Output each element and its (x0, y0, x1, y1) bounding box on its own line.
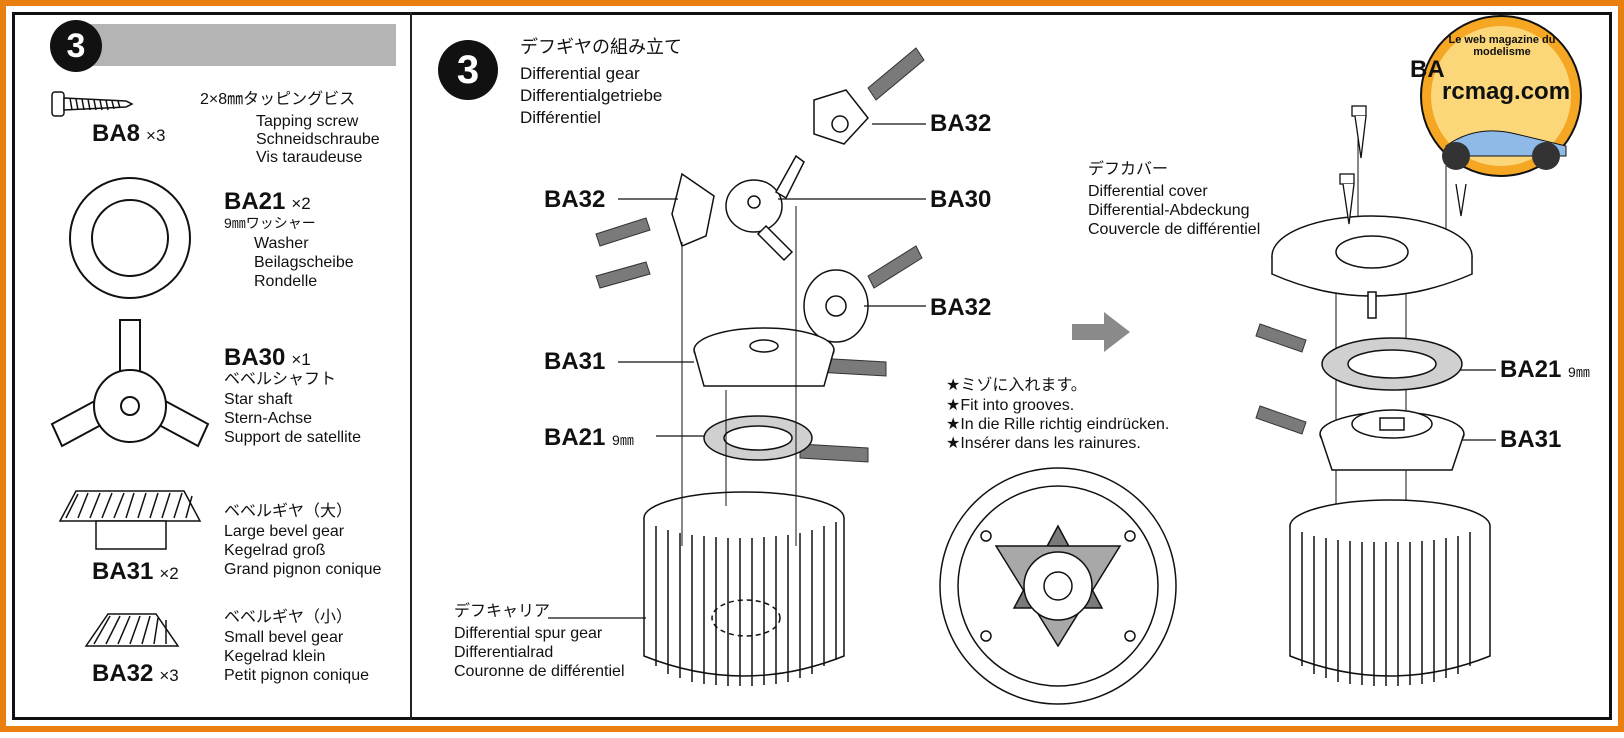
part-code-ba31: BA31×2 (92, 558, 179, 585)
part-desc-ba8-ja: 2×8㎜タッピングビス (200, 91, 356, 108)
part-desc-ba30-ja: ベベルシャフト (224, 371, 337, 388)
step-badge-left: 3 (50, 20, 102, 72)
part-desc-ba32-en: Small bevel gear (224, 629, 344, 646)
star-shaft-assembly-icon (671, 154, 805, 262)
part-desc-ba21-fr: Rondelle (254, 273, 318, 290)
assembly-title-fr: Différentiel (520, 108, 601, 127)
part-desc-ba32-de: Kegelrad klein (224, 648, 326, 665)
watermark-brand: rcmag.com (1442, 78, 1571, 105)
washer-ba21-right-icon (1321, 337, 1463, 391)
note-de: ★In die Rille richtig eindrücken. (946, 416, 1170, 433)
differential-spur-gear-icon (643, 491, 845, 686)
part-desc-ba21-de: Beilagscheibe (254, 254, 354, 271)
washer-icon (69, 177, 191, 299)
part-desc-ba31-ja: ベベルギヤ（大） (224, 503, 353, 520)
part-qty-ba8: ×3 (146, 126, 166, 145)
part-desc-ba8-de: Schneidschraube (256, 131, 380, 148)
part-desc-ba32-fr: Petit pignon conique (224, 667, 369, 684)
callout-ba8-partial: BA8 (1410, 56, 1444, 83)
step-header-band (66, 24, 396, 66)
part-qty-ba30: ×1 (291, 350, 311, 369)
part-desc-ba31-fr: Grand pignon conique (224, 561, 382, 578)
rcmag-logo-icon (1420, 15, 1582, 177)
differential-spur-gear-right-icon (1289, 499, 1491, 686)
washer-ba21-icon (703, 415, 813, 461)
spur-gear-label-en: Differential spur gear (454, 625, 603, 642)
part-code-ba30: BA30×1 (224, 344, 311, 371)
cover-label-ja: デフカバー (1088, 161, 1169, 178)
bevel-gear-ba32-right-icon (803, 269, 869, 343)
page-border (12, 12, 1612, 720)
part-code-ba8: BA8×3 (92, 120, 166, 147)
star-shaft-icon (50, 319, 210, 448)
callout-ba32-left: BA32 (544, 186, 606, 213)
spur-gear-label-de: Differentialrad (454, 644, 554, 661)
cover-label-fr: Couvercle de différentiel (1088, 221, 1261, 238)
callout-ba21-right: BA21 9㎜ (1500, 356, 1590, 383)
note-ja: ★ミゾに入れます。 (946, 377, 1087, 394)
callout-ba32-right: BA32 (930, 294, 992, 321)
assembly-title-ja: デフギヤの組み立て (520, 37, 682, 57)
parts-drawings (50, 15, 1582, 705)
part-desc-ba32-ja: ベベルギヤ（小） (224, 609, 353, 626)
part-qty-ba31: ×2 (159, 564, 179, 583)
part-desc-ba21-en: Washer (254, 235, 309, 252)
part-desc-ba31-en: Large bevel gear (224, 523, 345, 540)
tapping-screws-icon (1339, 105, 1467, 225)
spur-gear-label-fr: Couronne de différentiel (454, 663, 625, 680)
part-desc-ba30-fr: Support de satellite (224, 429, 361, 446)
differential-cover-icon (1271, 215, 1473, 319)
small-bevel-gear-icon (84, 613, 180, 647)
cover-label-en: Differential cover (1088, 183, 1208, 200)
assembly-title-de: Differentialgetriebe (520, 86, 663, 105)
assembly-arrow-icon (1072, 312, 1130, 352)
grease-tube-icons (595, 47, 1307, 463)
callout-ba32-top: BA32 (930, 110, 992, 137)
step-badge-assembly: 3 (438, 40, 498, 100)
groove-diagram-icon (939, 467, 1177, 705)
part-code-ba32: BA32×3 (92, 660, 179, 687)
part-desc-ba21-ja: 9㎜ワッシャー (224, 215, 316, 231)
part-desc-ba8-en: Tapping screw (256, 113, 359, 130)
watermark-tagline: Le web magazine du modelisme (1448, 34, 1556, 58)
part-desc-ba30-en: Star shaft (224, 391, 293, 408)
cover-label-de: Differential-Abdeckung (1088, 202, 1250, 219)
large-bevel-gear-icon (58, 490, 202, 550)
assembly-title-en: Differential gear (520, 64, 640, 83)
spur-gear-label-ja: デフキャリア (454, 603, 551, 620)
callout-ba31: BA31 (544, 348, 606, 375)
callout-ba21: BA21 9㎜ (544, 424, 634, 451)
bevel-gear-ba31-icon (693, 327, 835, 387)
callout-leaders (548, 123, 1496, 619)
bevel-gear-ba31-right-icon (1319, 409, 1465, 471)
note-en: ★Fit into grooves. (946, 397, 1075, 414)
bevel-gear-ba32-top-icon (813, 89, 869, 145)
callout-ba31-right: BA31 (1500, 426, 1562, 453)
part-desc-ba8-fr: Vis taraudeuse (256, 149, 363, 166)
part-desc-ba30-de: Stern-Achse (224, 410, 313, 427)
note-fr: ★Insérer dans les rainures. (946, 435, 1141, 452)
part-desc-ba31-de: Kegelrad groß (224, 542, 326, 559)
part-qty-ba21: ×2 (291, 194, 311, 213)
tapping-screw-icon (51, 91, 134, 117)
callout-ba21-size: 9㎜ (612, 432, 634, 448)
callout-ba30: BA30 (930, 186, 992, 213)
callout-ba21-right-size: 9㎜ (1568, 364, 1590, 380)
part-qty-ba32: ×3 (159, 666, 179, 685)
panel-divider (410, 12, 412, 720)
part-code-ba21: BA21×2 (224, 188, 311, 215)
